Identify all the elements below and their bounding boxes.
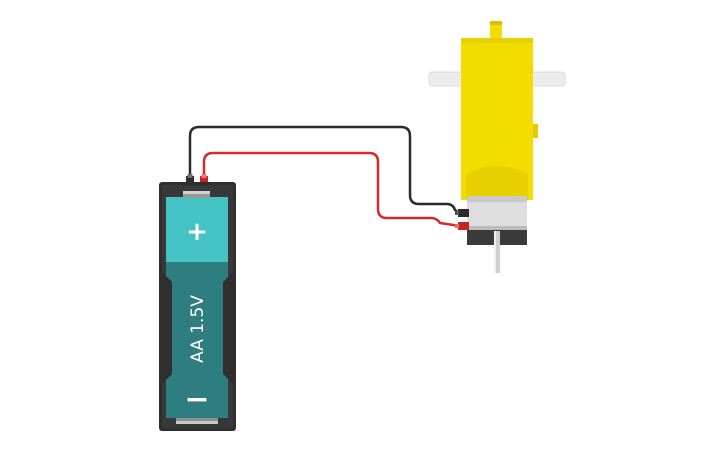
red-wire[interactable]	[202, 151, 462, 228]
battery-positive-cap	[166, 197, 228, 262]
battery-terminal-positive[interactable]	[200, 176, 208, 186]
motor-gearbox	[461, 38, 533, 170]
black-wire[interactable]	[188, 125, 462, 216]
dc-gear-motor[interactable]	[428, 21, 566, 273]
battery-plus-symbol: +	[186, 217, 208, 247]
battery-terminal-negative[interactable]	[186, 176, 194, 186]
battery-holder[interactable]: + AA 1.5V −	[159, 174, 236, 431]
battery-label: AA 1.5V	[188, 295, 208, 363]
motor-terminal-red[interactable]	[458, 222, 469, 230]
wires	[188, 125, 462, 228]
motor-terminal-black[interactable]	[458, 209, 469, 217]
battery-minus-symbol: −	[184, 382, 209, 417]
motor-shaft	[494, 231, 500, 273]
